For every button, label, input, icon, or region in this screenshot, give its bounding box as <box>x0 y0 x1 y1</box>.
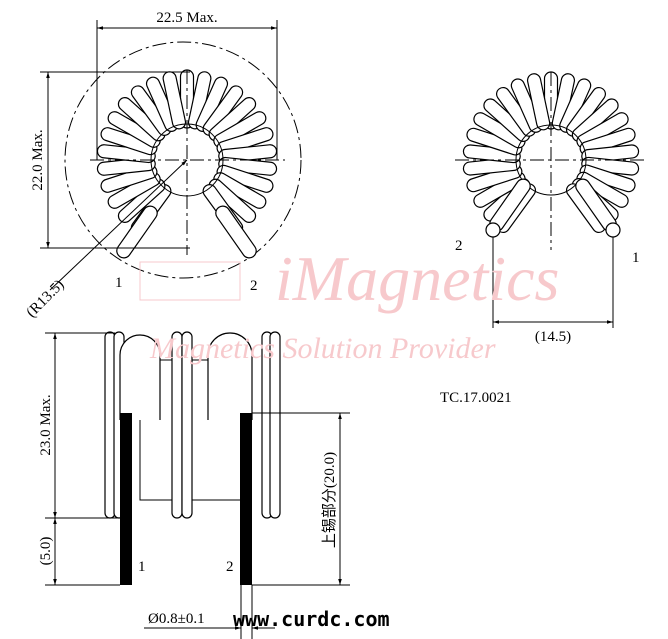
lead-1-end <box>605 222 621 238</box>
lead-loop-2 <box>207 332 253 420</box>
radius-label: (R13.5) <box>24 277 68 321</box>
width-label: 22.5 Max. <box>156 10 217 26</box>
toroid-windings <box>462 71 640 234</box>
winding-turn <box>181 331 193 519</box>
watermark-brand: iMagnetics <box>275 243 559 314</box>
tinned-label: 上锡部分(20.0) <box>321 452 338 548</box>
winding-turn <box>269 331 281 519</box>
tinned-lead-2 <box>240 413 252 585</box>
part-number: TC.17.0021 <box>440 390 512 406</box>
pin-2-label: 2 <box>226 559 234 575</box>
pin-1-label: 1 <box>632 250 640 266</box>
watermark-logo-box <box>139 261 241 301</box>
winding-turn <box>526 73 551 131</box>
watermark: iMagnetics Magnetics Solution Provider <box>139 243 559 365</box>
lead-loop-1 <box>119 334 161 420</box>
tinned-lead-1 <box>120 413 132 585</box>
top-view: 22.5 Max. 22.0 Max. (R13.5) 1 2 <box>24 10 302 321</box>
lead-2-end <box>485 222 501 238</box>
height-label: 22.0 Max. <box>30 129 46 190</box>
outline-circle-r13.5 <box>64 41 302 279</box>
lead-length-label: (5.0) <box>38 537 54 566</box>
toroid-windings <box>96 69 278 235</box>
lead-2 <box>215 205 257 259</box>
radius-leader <box>49 159 188 291</box>
watermark-tagline: Magnetics Solution Provider <box>149 332 496 365</box>
website-url: www.curdc.com <box>233 607 390 631</box>
wire-diameter-label: Ø0.8±0.1 <box>148 611 205 627</box>
bottom-view: (14.5) 2 1 <box>455 71 648 345</box>
side-view: 23.0 Max. (5.0) 上锡部分(20.0) 1 2 Ø0.8±0.1 <box>38 331 350 639</box>
side-windings <box>104 331 281 519</box>
lead-1 <box>116 205 158 259</box>
pin-spacing-label: (14.5) <box>535 329 571 345</box>
pin-1-label: 1 <box>138 559 146 575</box>
pin-2-label: 2 <box>250 278 258 294</box>
height-label: 23.0 Max. <box>38 394 54 455</box>
pin-1-label: 1 <box>115 275 123 291</box>
pin-2-label: 2 <box>455 238 463 254</box>
